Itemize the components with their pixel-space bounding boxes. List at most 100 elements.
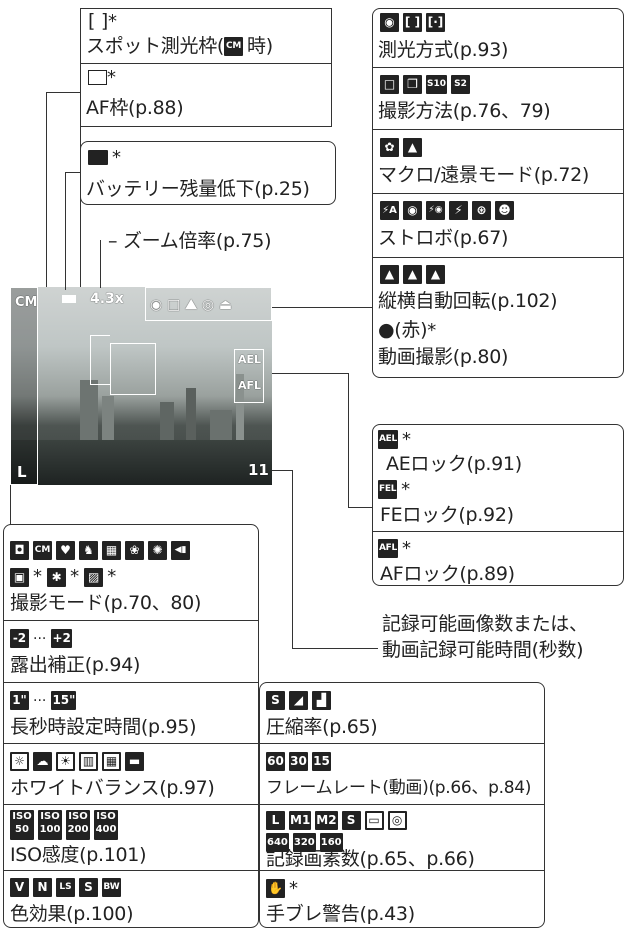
lcd-zoom-readout: 4.3x	[90, 291, 124, 307]
single-shot-icon: □	[380, 75, 399, 94]
spot-frame-symbol: [ ]*	[88, 10, 117, 32]
ael-label: AEロック(p.91)	[386, 453, 522, 475]
center-weighted-icon: [ ]	[403, 13, 422, 32]
lcd-top-icon-row: ◉ □ ⛰ ◎ ⏏	[150, 297, 233, 313]
cm-mode-icon: CM	[224, 37, 244, 56]
stitch-right-icon: ▨	[84, 568, 104, 587]
iso-200-icon: ISO 200	[66, 810, 90, 840]
spot-af-box	[80, 8, 332, 127]
shutter-1s-icon: 1"	[10, 691, 29, 710]
iso-icons: ISO 50ISO 100ISO 200ISO 400	[10, 810, 122, 840]
foliage-icon: ❀	[125, 541, 144, 560]
afl-icon: AFL	[378, 539, 398, 558]
divider	[259, 743, 545, 744]
leader-line	[272, 307, 372, 308]
fel-row: FEL*	[378, 479, 410, 500]
fps-60-icon: 60	[266, 752, 285, 771]
flash-on-icon: ⚡	[449, 201, 468, 220]
fluorescent-h-icon: ▦	[102, 752, 121, 771]
lcd-size-icon: L	[17, 463, 27, 481]
low-sharpening-icon: LS	[56, 878, 75, 897]
auto-icon: ◘	[10, 541, 29, 560]
divider	[372, 193, 624, 194]
fel-icon: FEL	[378, 480, 398, 499]
leader-line	[65, 172, 80, 173]
battery-icon	[88, 150, 108, 165]
leader-line	[46, 92, 80, 93]
compression-icons: S◢▟	[266, 690, 335, 710]
leader-line	[348, 507, 372, 508]
zoom-label: – ズーム倍率(p.75)	[108, 230, 272, 252]
size-640-icon: 640	[266, 833, 289, 852]
drive-label: 撮影方法(p.76、79)	[378, 100, 551, 122]
leader-line	[292, 470, 293, 648]
stitch-icon: ✱	[47, 568, 67, 587]
recordable-line2: 動画記録可能時間(秒数)	[382, 639, 584, 661]
divider	[3, 870, 259, 871]
superfine-icon: S	[266, 691, 285, 710]
lcd-left-column	[10, 287, 38, 485]
size-160-icon: 160	[319, 833, 343, 852]
lcd-shots-remaining: 11	[248, 461, 269, 479]
ev-plus-icon: +2	[51, 629, 72, 648]
shutter-15s-icon: 15"	[51, 691, 77, 710]
leader-line	[46, 92, 47, 287]
ael-icon: AEL	[378, 430, 398, 449]
daylight-icon: ☼	[10, 752, 29, 771]
spot-icon: [·]	[426, 13, 445, 32]
macro-icon: ✿	[380, 138, 399, 157]
white-balance-label: ホワイトバランス(p.97)	[10, 777, 215, 799]
divider	[3, 682, 259, 683]
shake-warning-row: ✋*	[266, 877, 298, 900]
fine-icon: ◢	[289, 691, 308, 710]
continuous-icon: ❐	[403, 75, 422, 94]
kids-pets-icon: ♞	[79, 541, 98, 560]
portrait-icon: ♥	[56, 541, 75, 560]
divider	[3, 804, 259, 805]
ael-row: AEL*	[378, 429, 411, 450]
lcd-lock-box	[234, 349, 264, 403]
divider	[372, 129, 624, 130]
leader-line	[100, 240, 101, 288]
leader-line	[80, 63, 81, 287]
size-l-icon: L	[266, 811, 285, 830]
custom-wb-icon: ▬	[125, 752, 144, 771]
frame-rate-label: フレームレート(動画)(p.66、p.84)	[266, 778, 532, 798]
recordable-line1: 記録可能画像数または、	[382, 613, 588, 635]
movie-mode-icon: ▣	[10, 568, 29, 587]
evaluative-icon: ◉	[380, 13, 399, 32]
red-eye-icon: ◉	[403, 201, 422, 220]
lcd-ael: AEL	[238, 353, 262, 366]
fps-15-icon: 15	[312, 752, 331, 771]
fps-30-icon: 30	[289, 752, 308, 771]
ev-minus-icon: -2	[10, 629, 29, 648]
shake-warning-label: 手ブレ警告(p.43)	[266, 903, 415, 925]
rotate-icons: ▲▲▲	[380, 264, 449, 284]
metering-label: 測光方式(p.93)	[378, 39, 509, 61]
lock-box	[372, 424, 624, 586]
rotate-label: 縦横自動回転(p.102)	[378, 290, 558, 312]
infinity-icon: ▲	[403, 138, 422, 157]
battery-icon-row: *	[88, 146, 121, 169]
exposure-label: 露出補正(p.94)	[10, 654, 141, 676]
afl-label: AFロック(p.89)	[380, 563, 515, 585]
color-effect-label: 色効果(p.100)	[10, 903, 134, 925]
leader-line	[348, 373, 349, 507]
lcd-battery-icon	[62, 295, 76, 303]
lcd-top-icons	[145, 287, 272, 321]
divider	[3, 743, 259, 744]
postcard-icon: ▭	[364, 811, 384, 830]
battery-box	[80, 141, 336, 205]
divider	[259, 804, 545, 805]
movie-rec-label: 動画撮影(p.80)	[378, 346, 509, 368]
iso-50-icon: ISO 50	[10, 810, 34, 840]
divider	[80, 63, 332, 64]
exposure-icons: -2··· +2	[10, 628, 76, 648]
tungsten-icon: ☀	[56, 752, 75, 771]
fluorescent-icon: ▥	[79, 752, 98, 771]
lcd-af-frame	[110, 343, 156, 395]
battery-label: バッテリー残量低下(p.25)	[86, 178, 310, 200]
sepia-icon: S	[79, 878, 98, 897]
